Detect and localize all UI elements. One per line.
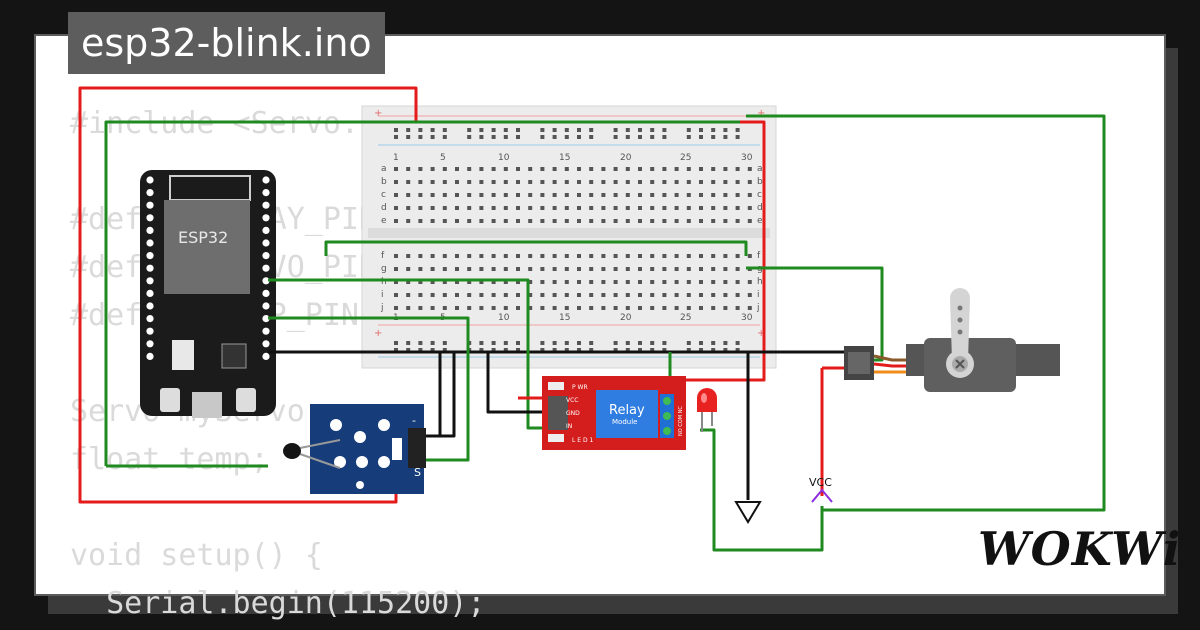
column-number: 25	[680, 313, 691, 323]
row-letter: a	[381, 164, 387, 174]
relay-pin-label: VCC	[566, 397, 578, 404]
relay-led-label: L E D 1	[572, 437, 593, 444]
row-letter: c	[757, 190, 762, 200]
column-number: 1	[393, 153, 399, 163]
relay-block	[596, 390, 658, 438]
rail-plus-label: +	[757, 108, 765, 119]
wokwi-logo: WOKWi	[978, 522, 1182, 576]
rail-plus-label: +	[374, 108, 382, 119]
column-number: 25	[680, 153, 691, 163]
column-number: 10	[498, 153, 510, 163]
column-number: 10	[498, 313, 510, 323]
ground-symbol	[734, 501, 762, 524]
red-led[interactable]	[697, 388, 717, 432]
relay-pin-label: IN	[566, 423, 572, 430]
relay-title: Relay	[609, 403, 645, 418]
sensor-minus-label: -	[412, 414, 416, 427]
relay-pin-label: GND	[566, 410, 580, 417]
row-letter: j	[380, 303, 384, 313]
row-letter: b	[381, 177, 387, 187]
esp32-board[interactable]: ESP32	[140, 170, 276, 418]
vcc-label: VCC	[809, 476, 832, 489]
code-line: void setup() {	[70, 538, 323, 573]
esp32-pins	[146, 176, 270, 360]
servo-motor[interactable]	[844, 288, 1060, 392]
row-letter: a	[757, 164, 763, 174]
rail-plus-label: +	[374, 328, 382, 339]
breadboard-holes	[394, 128, 752, 352]
relay-subtitle: Module	[612, 418, 637, 426]
row-letter: e	[381, 216, 387, 226]
column-number: 15	[559, 153, 570, 163]
row-letter: b	[757, 177, 763, 187]
sensor-s-label: S	[414, 466, 421, 479]
row-letter: e	[757, 216, 763, 226]
relay-terminal-label: NO COM NC	[678, 406, 684, 436]
row-letter: c	[381, 190, 386, 200]
column-number: 20	[620, 153, 632, 163]
row-letter: i	[381, 290, 384, 300]
relay-led-label: P WR	[572, 384, 588, 391]
vcc-symbol: VCC	[809, 476, 833, 503]
code-line: float temp;	[70, 442, 269, 477]
row-letter: d	[381, 203, 387, 213]
column-number: 15	[559, 313, 570, 323]
esp32-chip-label: ESP32	[178, 228, 228, 247]
row-letter: i	[757, 290, 760, 300]
row-letter: f	[381, 251, 385, 261]
column-number: 20	[620, 313, 632, 323]
temperature-sensor[interactable]: S -	[283, 404, 426, 494]
thermistor-icon	[283, 443, 301, 459]
row-letter: d	[757, 203, 763, 213]
sensor-holes	[330, 419, 390, 489]
row-letter: j	[756, 303, 760, 313]
row-letter: h	[757, 277, 763, 287]
breadboard[interactable]: + + + + 1 5 10 15 20 25 30 1 5 10 15 20 …	[361, 105, 777, 369]
column-number: 5	[440, 153, 446, 163]
code-line: Serial.begin(115200);	[70, 586, 486, 621]
column-number: 30	[741, 313, 753, 323]
sketch-title: esp32-blink.ino	[68, 12, 385, 74]
row-letter: g	[381, 264, 387, 274]
row-letter: h	[381, 277, 387, 287]
rail-plus-label: +	[757, 328, 765, 339]
relay-module[interactable]: P WR VCC GND IN L E D 1 Relay Module NO …	[542, 376, 686, 450]
column-number: 30	[741, 153, 753, 163]
row-letter: f	[757, 251, 761, 261]
